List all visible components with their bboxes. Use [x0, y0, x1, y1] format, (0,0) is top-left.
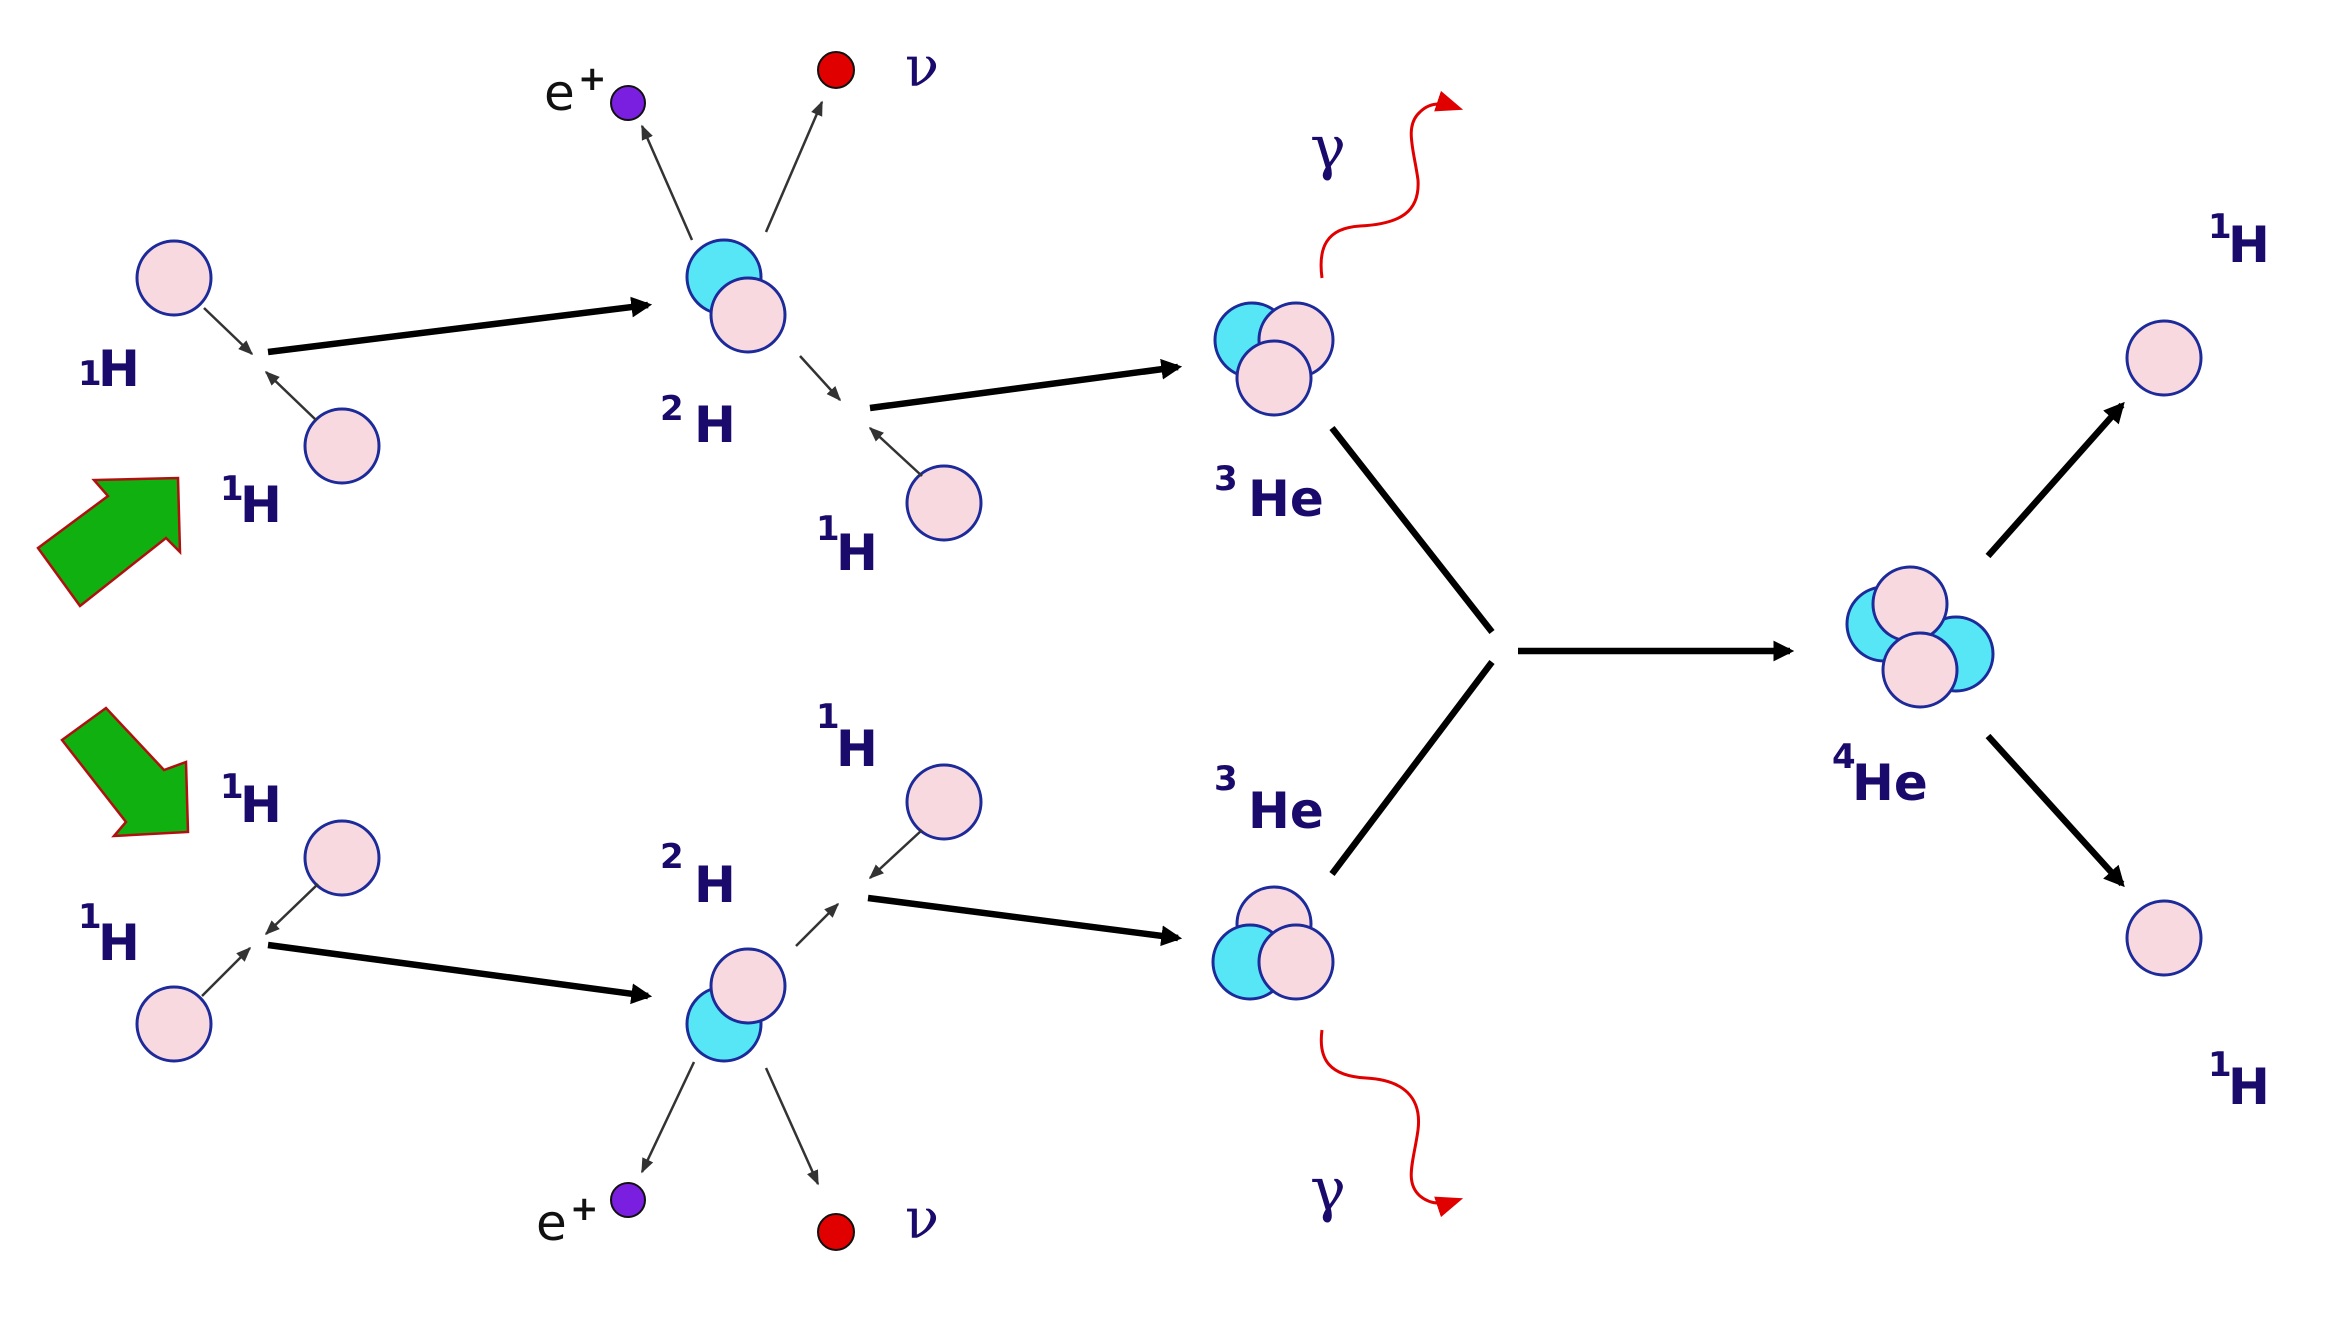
arrow-proton-upper-1 [204, 308, 252, 354]
label-h2-upper: H [694, 396, 736, 454]
arrow-to-he3-lower [868, 898, 1178, 938]
neutrino-upper [818, 52, 854, 88]
label-positron-upper: e [544, 64, 575, 122]
proton-upper-2 [305, 409, 379, 483]
proton-lower-1 [305, 821, 379, 895]
label-he4: He [1852, 754, 1928, 812]
arrow-to-deuterium-upper [268, 305, 648, 352]
neutrino-lower [818, 1214, 854, 1250]
line-merge-upper [1332, 428, 1492, 632]
label-neutrino-upper: ν [905, 35, 939, 100]
proton-released-lower [2127, 901, 2201, 975]
arrow-release-proton-lower [1988, 736, 2122, 884]
helium3-lower [1213, 887, 1333, 999]
helium3-upper [1215, 303, 1333, 415]
label-positron-lower: e [536, 1194, 567, 1252]
deuterium-lower [687, 949, 785, 1061]
label-gamma-lower: γ [1310, 1155, 1346, 1225]
label-gamma-upper: γ [1310, 113, 1346, 183]
proton-released-upper [2127, 321, 2201, 395]
proton-upper-3 [907, 466, 981, 540]
arrow-release-proton-upper [1988, 405, 2122, 556]
arrow-proton-upper-2 [266, 372, 316, 420]
arrow-neutrino-lower [766, 1068, 818, 1184]
arrow-to-he3-upper [870, 367, 1178, 408]
label-h2-lower-mass: 2 [660, 837, 684, 877]
arrow-proton-lower-3 [870, 830, 922, 878]
green-arrow-upper [38, 478, 180, 606]
label-h2-upper-mass: 2 [660, 389, 684, 429]
label-h1-lower-1: H [240, 776, 282, 834]
label-h1-upper-2: H [240, 476, 282, 534]
proton-lower-2 [137, 987, 211, 1061]
arrow-positron-lower [642, 1062, 694, 1172]
positron-upper [611, 86, 645, 120]
label-positron-upper-sup: + [578, 59, 607, 99]
positron-lower [611, 1183, 645, 1217]
label-he3-lower: He [1248, 782, 1324, 840]
label-he3-upper-mass: 3 [1214, 459, 1238, 499]
arrow-proton-lower-1 [266, 884, 318, 934]
label-positron-lower-sup: + [570, 1189, 599, 1229]
proton-lower-3 [907, 765, 981, 839]
label-h1-lower-3: H [836, 720, 878, 778]
helium4 [1847, 567, 1993, 707]
arrow-deuterium-lower [796, 904, 838, 946]
arrow-proton-upper-3 [870, 428, 922, 476]
arrow-to-deuterium-lower [268, 945, 648, 996]
arrow-neutrino-upper [766, 102, 822, 232]
line-merge-lower [1332, 662, 1492, 874]
arrow-positron-upper [642, 126, 692, 240]
arrow-proton-lower-2 [202, 948, 250, 996]
label-h1-released-lower: H [2228, 1058, 2270, 1116]
label-neutrino-lower: ν [905, 1187, 939, 1252]
label-h1-upper-3: H [836, 524, 878, 582]
proton-upper-1 [137, 241, 211, 315]
arrow-deuterium-upper [800, 356, 840, 400]
label-h1-lower-2: H [98, 914, 140, 972]
green-arrow-lower [62, 708, 188, 836]
label-h1-upper-1: H [98, 340, 140, 398]
deuterium-upper [687, 240, 785, 352]
label-h1-released-upper: H [2228, 216, 2270, 274]
label-h2-lower: H [694, 856, 736, 914]
label-he3-lower-mass: 3 [1214, 759, 1238, 799]
label-he3-upper: He [1248, 470, 1324, 528]
